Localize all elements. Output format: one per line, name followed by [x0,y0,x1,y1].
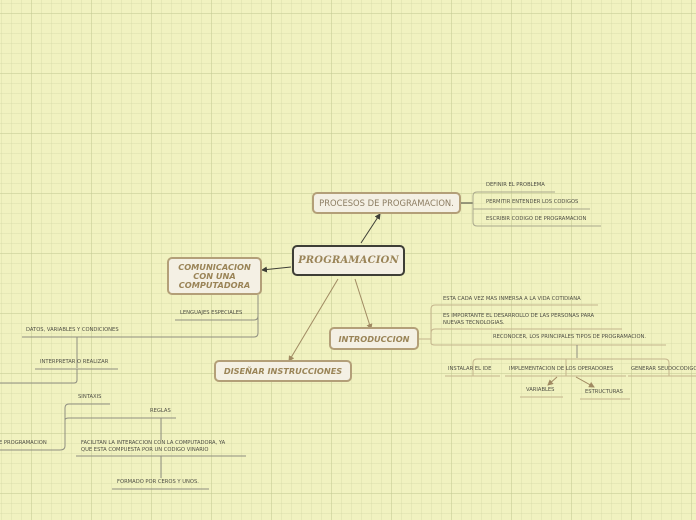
link-central-disenar [288,278,339,362]
subtopic-implementacion-operadores[interactable]: IMPLEMENTACION DE LOS OPERADORES [509,366,614,372]
subtopic-instalar-ide[interactable]: INSTALAR EL IDE [448,366,492,372]
subtopic-sintaxis[interactable]: SINTAXIS [78,394,102,400]
subtopic-vida-cotidiana[interactable]: ESTA CADA VEZ MAS INMERSA A LA VIDA COTI… [443,296,581,302]
subtopic-escribir-codigo[interactable]: ESCRIBIR CODIGO DE PROGRAMACION [486,216,587,222]
central-topic-programacion[interactable]: PROGRAMACION [292,245,405,276]
subtopic-variables[interactable]: VARIABLES [526,387,555,393]
topic-label: PROCESOS DE PROGRAMACION. [319,198,454,208]
link-central-introduccion [354,278,373,330]
topic-comunicacion-computadora[interactable]: COMUNICACION CON UNA COMPUTADORA [167,257,262,295]
topic-procesos-de-programacion[interactable]: PROCESOS DE PROGRAMACION. [312,192,461,214]
subtopic-definir-problema[interactable]: DEFINIR EL PROBLEMA [486,182,545,188]
topic-introduccion[interactable]: INTRODUCCION [329,327,419,350]
subtopic-desarrollo-line1: ES IMPORTANTE EL DESARROLLO DE LAS PERSO… [443,313,595,319]
lenguaje-connectors [0,403,246,490]
comunicacion-connectors [0,295,259,384]
subtopic-lenguaje-programacion[interactable]: E PROGRAMACION [0,440,47,446]
subtopic-facilitan-line2: QUE ESTA COMPUESTA POR UN CODIGO VINARIO [81,447,209,453]
subtopic-reglas[interactable]: REGLAS [150,408,171,414]
subtopic-reconocer-tipos[interactable]: RECONOCER, LOS PRINCIPALES TIPOS DE PROG… [493,334,647,340]
subtopic-facilitan-line1: FACILITAN LA INTERACCION CON LA COMPUTAD… [81,440,226,446]
subtopic-facilitan-interaccion[interactable]: FACILITAN LA INTERACCION CON LA COMPUTAD… [81,440,225,454]
subtopic-desarrollo-line2: NUEVAS TECNOLOGIAS. [443,320,505,326]
topic-disenar-instrucciones[interactable]: DISEÑAR INSTRUCCIONES [214,360,352,382]
central-topic-label: PROGRAMACION [298,255,399,266]
topic-label: DISEÑAR INSTRUCCIONES [223,366,343,376]
subtopic-interpretar[interactable]: INTERPRETAR O REALIZAR [40,359,109,365]
subtopic-formado-ceros-unos[interactable]: FORMADO POR CEROS Y UNOS. [117,479,199,485]
topic-label: COMUNICACION CON UNA COMPUTADORA [178,261,251,290]
link-central-procesos [360,213,381,244]
introduccion-connectors [418,304,666,346]
subtopic-datos-variables[interactable]: DATOS, VARIABLES Y CONDICIONES [26,327,119,333]
subtopic-lenguajes-especiales[interactable]: LENGUAJES ESPECIALES [180,310,243,316]
link-central-comunicacion [261,266,292,273]
topic-label: INTRODUCCION [338,333,410,344]
subtopic-generar-seudocodigo[interactable]: GENERAR SEUDOCODIGO [631,366,696,372]
subtopic-desarrollo-personas[interactable]: ES IMPORTANTE EL DESARROLLO DE LAS PERSO… [443,313,594,327]
subtopic-estructuras[interactable]: ESTRUCTURAS [585,389,623,395]
subtopic-permitir-entender[interactable]: PERMITIR ENTENDER LOS CODIGOS [486,199,579,205]
